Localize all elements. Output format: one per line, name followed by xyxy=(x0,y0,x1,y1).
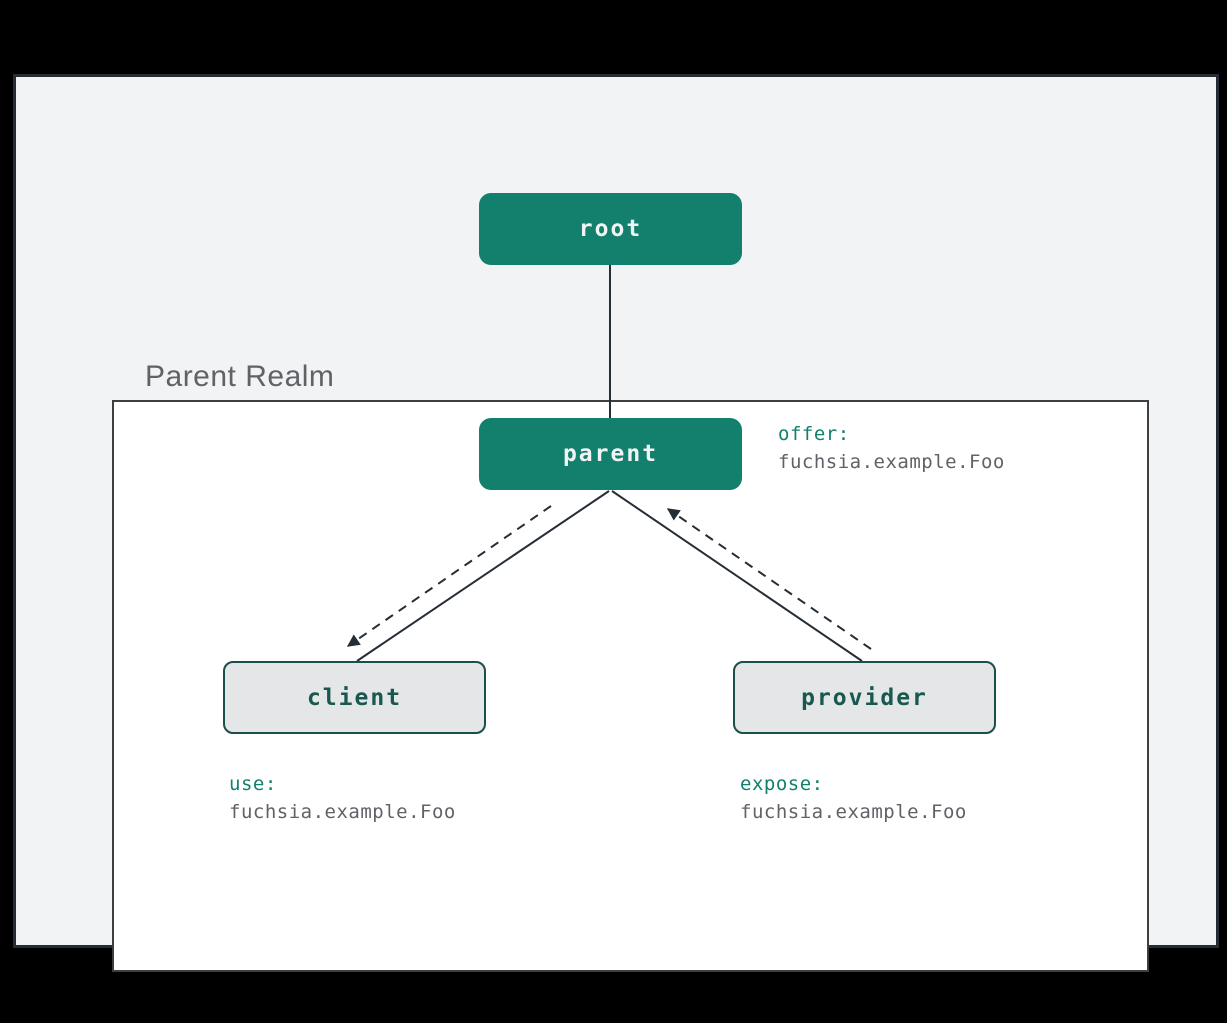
expose-value: fuchsia.example.Foo xyxy=(740,801,967,823)
expose-keyword: expose: xyxy=(740,773,824,795)
parent-realm-label: Parent Realm xyxy=(145,360,335,393)
use-annotation: use: fuchsia.example.Foo xyxy=(229,770,456,826)
node-client-label: client xyxy=(306,684,403,711)
node-parent-label: parent xyxy=(562,441,659,467)
offer-keyword: offer: xyxy=(778,423,850,445)
node-provider-label: provider xyxy=(801,684,928,711)
node-root-label: root xyxy=(578,216,643,242)
node-parent: parent xyxy=(479,418,742,490)
expose-annotation: expose: fuchsia.example.Foo xyxy=(740,770,967,826)
offer-value: fuchsia.example.Foo xyxy=(778,451,1005,473)
node-client: client xyxy=(223,661,486,734)
offer-annotation: offer: fuchsia.example.Foo xyxy=(778,420,1005,476)
use-value: fuchsia.example.Foo xyxy=(229,801,456,823)
node-provider: provider xyxy=(733,661,996,734)
node-root: root xyxy=(479,193,742,265)
use-keyword: use: xyxy=(229,773,277,795)
